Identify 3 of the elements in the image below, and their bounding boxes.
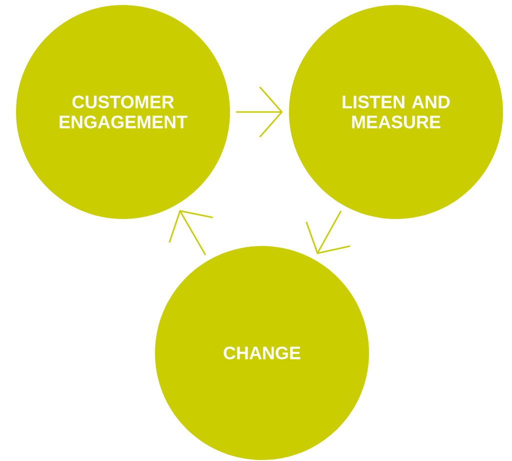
circle-node: CHANGE xyxy=(155,246,369,460)
circle-node: CUSTOMER ENGAGEMENT xyxy=(16,5,230,219)
circle-node: LISTEN AND MEASURE xyxy=(289,5,503,219)
